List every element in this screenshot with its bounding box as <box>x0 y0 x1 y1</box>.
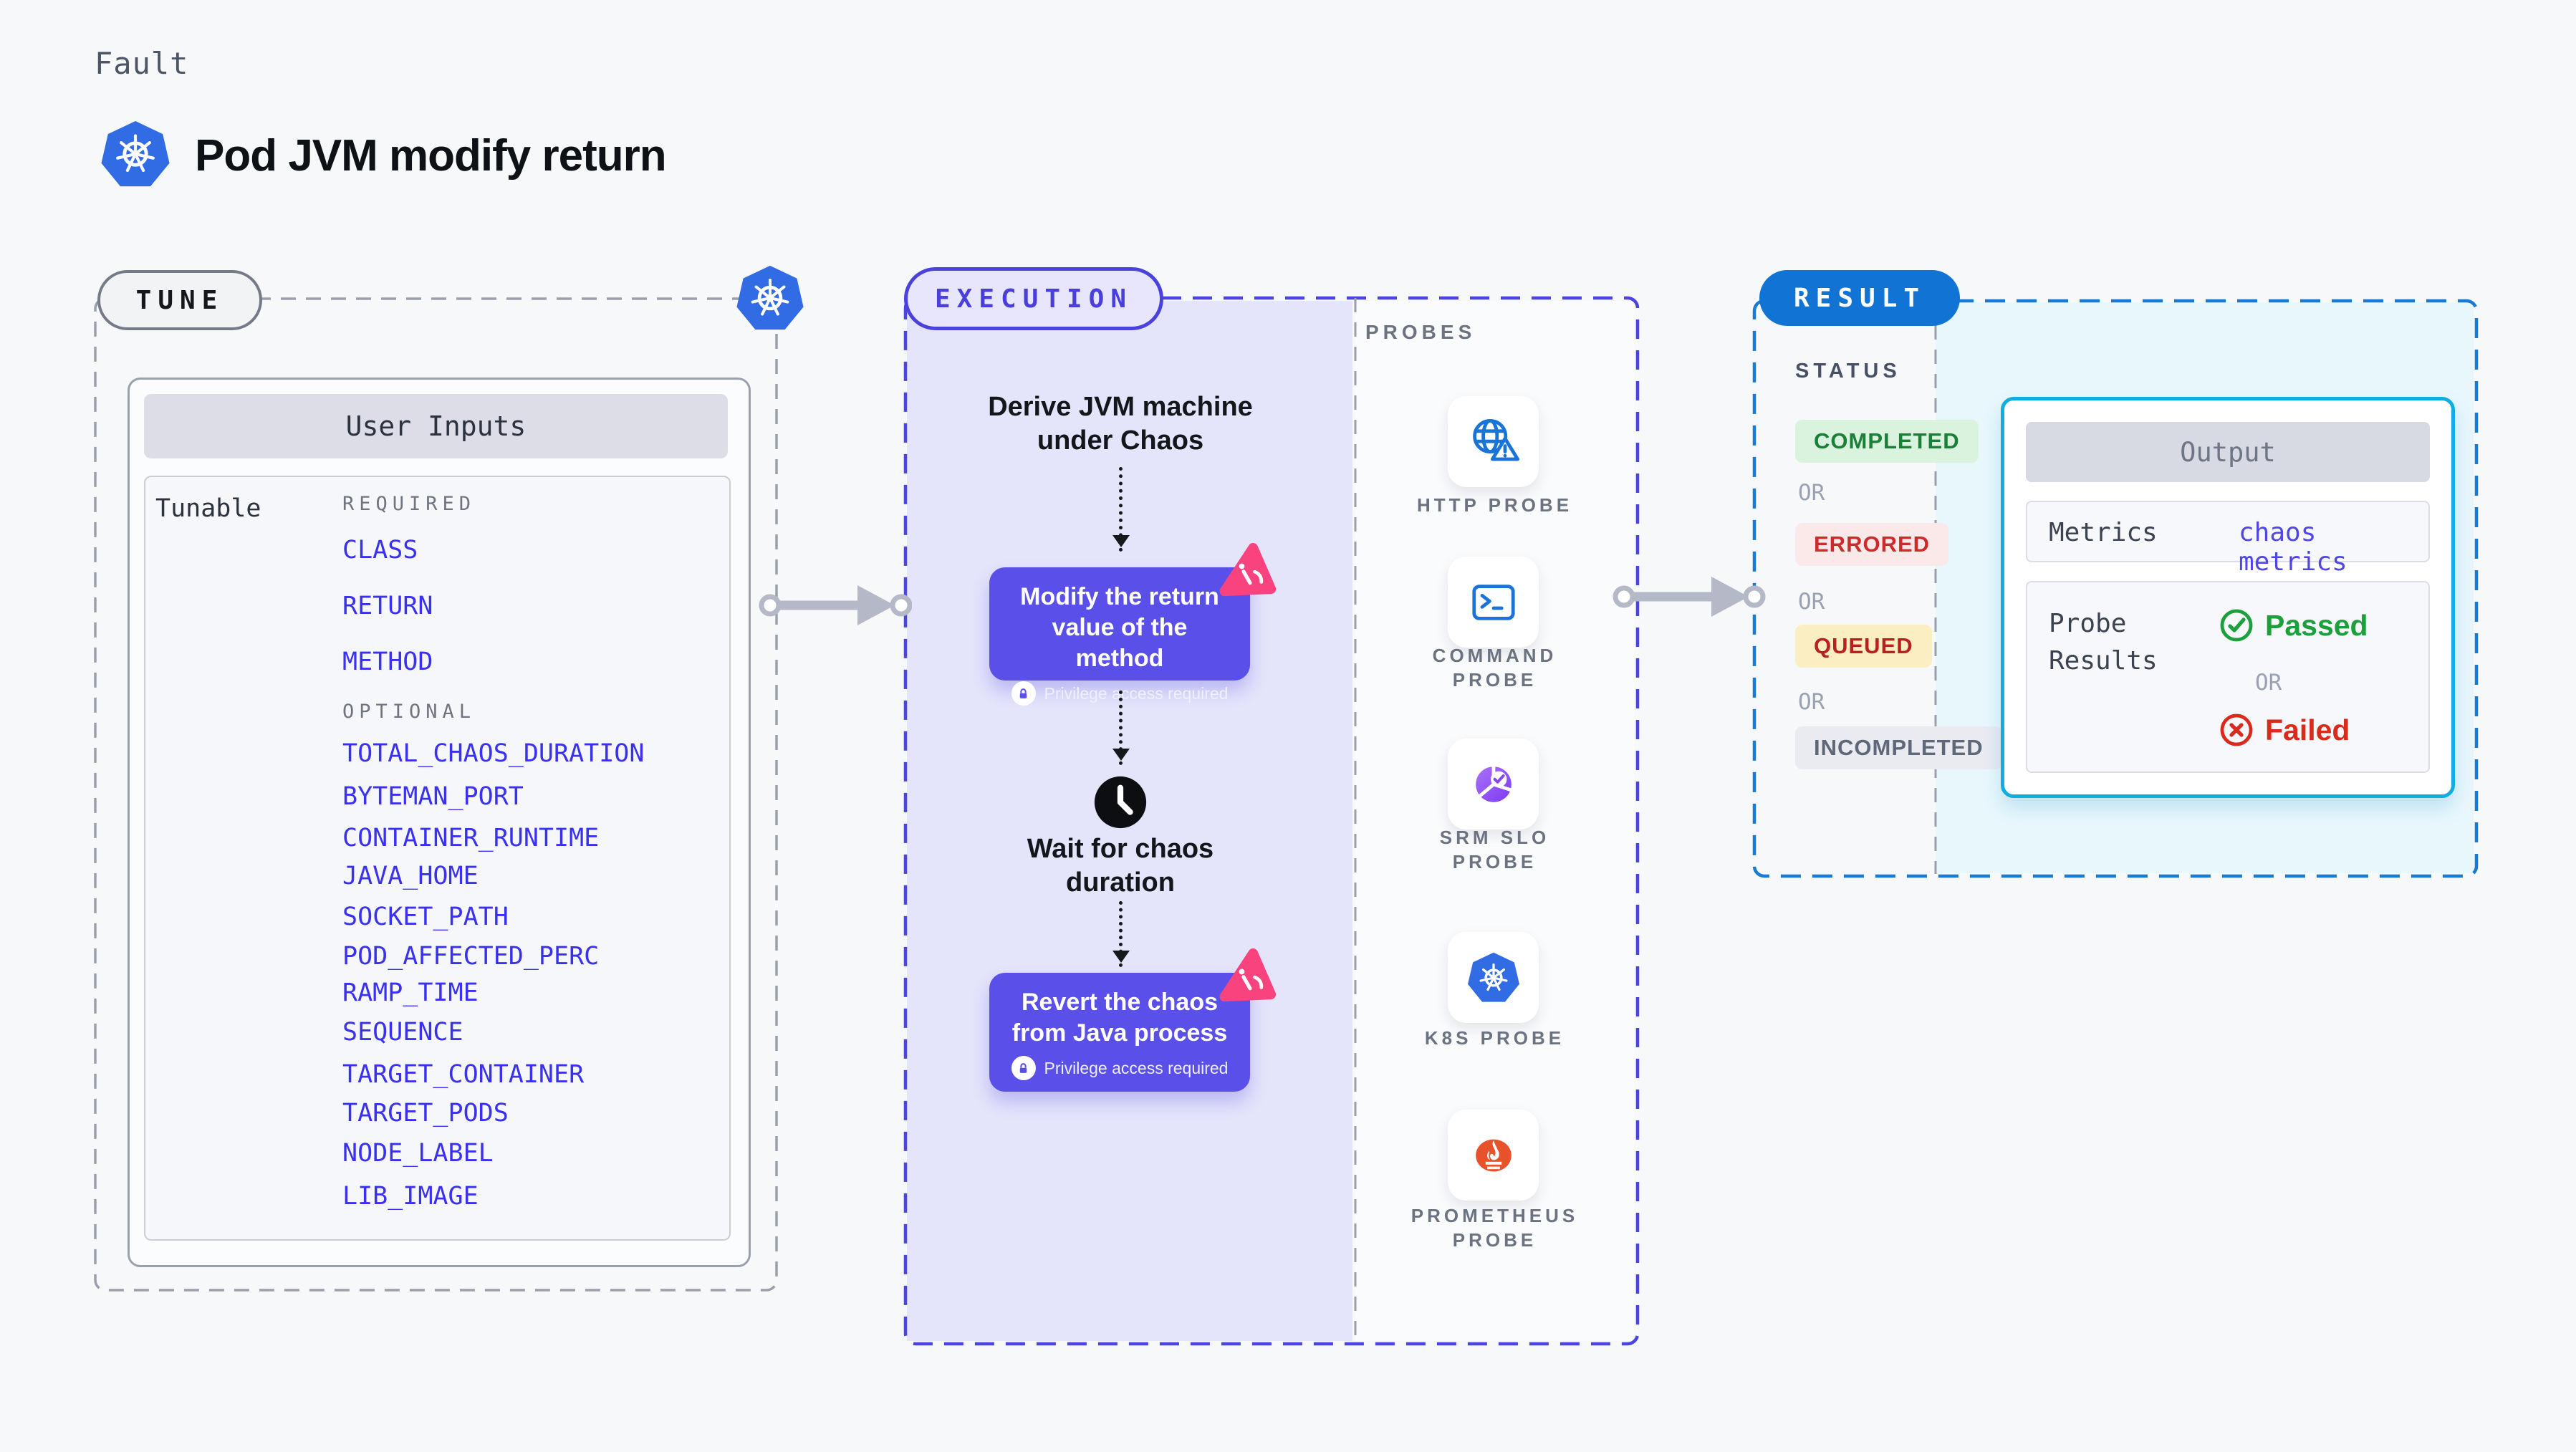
prometheus-flame-icon <box>1475 1139 1512 1171</box>
http-probe-card[interactable] <box>1448 396 1539 487</box>
probes-label: PROBES <box>1365 321 1476 343</box>
modify-step-label: Modify the return value of the method <box>1020 583 1219 672</box>
revert-step-label: Revert the chaos from Java process <box>1011 989 1228 1047</box>
k8s-probe-card[interactable] <box>1448 932 1539 1023</box>
flow-arrow-down <box>1112 691 1130 765</box>
or-separator: OR <box>1798 480 1825 506</box>
kubernetes-icon <box>736 264 804 332</box>
probe-results-label: Probe Results <box>2049 609 2158 675</box>
privilege-note: Privilege access required <box>1044 683 1229 703</box>
or-separator: OR <box>1798 689 1825 715</box>
tunable-item[interactable]: CLASS <box>342 536 418 564</box>
revert-step-box: Revert the chaos from Java process Privi… <box>989 973 1250 1092</box>
status-badge: INCOMPLETED <box>1795 726 2002 769</box>
status-badge: ERRORED <box>1795 523 1949 566</box>
tunable-item[interactable]: METHOD <box>342 648 433 676</box>
tunable-item[interactable]: SOCKET_PATH <box>342 903 509 931</box>
status-badge: QUEUED <box>1795 625 1932 668</box>
command-probe-card[interactable] <box>1448 557 1539 648</box>
tunable-item[interactable]: POD_AFFECTED_PERC <box>342 942 600 971</box>
clock-icon <box>1093 775 1148 830</box>
tunable-item[interactable]: CONTAINER_RUNTIME <box>342 824 600 852</box>
check-circle-icon <box>2220 609 2253 642</box>
metrics-row: Metrics chaos metrics <box>2026 501 2430 577</box>
output-header: Output <box>2026 422 2430 482</box>
result-pill: RESULT <box>1759 270 1960 326</box>
or-separator: OR <box>2255 670 2282 696</box>
wait-step-label: Wait for chaos duration <box>1027 834 1214 898</box>
tunable-item[interactable]: TARGET_PODS <box>342 1099 509 1128</box>
chaos-experiment-icon <box>1213 941 1283 1011</box>
lock-icon <box>1011 681 1036 706</box>
prometheus-probe-card[interactable] <box>1448 1110 1539 1201</box>
tunable-row-label: Tunable <box>155 494 261 523</box>
tunable-item[interactable]: BYTEMAN_PORT <box>342 782 524 811</box>
srm-slo-probe-card[interactable] <box>1448 739 1539 830</box>
tunable-item[interactable]: SEQUENCE <box>342 1018 463 1047</box>
tunable-item[interactable]: JAVA_HOME <box>342 862 479 890</box>
tunable-item[interactable]: TARGET_CONTAINER <box>342 1060 585 1089</box>
failed-verdict: Failed <box>2219 713 2350 747</box>
metrics-label: Metrics <box>2049 518 2158 547</box>
tunable-item[interactable]: RETURN <box>342 592 433 620</box>
privilege-note: Privilege access required <box>1044 1058 1229 1077</box>
srm-slo-probe-label: SRM SLO PROBE <box>1439 827 1550 872</box>
passed-verdict: Passed <box>2219 608 2368 643</box>
tunables-list: Tunable REQUIRED CLASS RETURN METHOD OPT… <box>144 476 731 1241</box>
k8s-probe-label: K8S PROBE <box>1424 1027 1565 1049</box>
modify-step-box: Modify the return value of the method Pr… <box>989 567 1250 706</box>
page-title-row: Pod JVM modify return <box>100 119 667 193</box>
flow-arrow-down <box>1112 901 1130 967</box>
lock-icon <box>1011 1056 1036 1080</box>
tunable-item[interactable]: TOTAL_CHAOS_DURATION <box>342 739 645 768</box>
x-circle-icon <box>2220 713 2253 746</box>
command-probe-label: COMMAND PROBE <box>1432 645 1557 691</box>
terminal-icon <box>1471 584 1515 620</box>
derive-step-label: Derive JVM machine under Chaos <box>988 392 1253 456</box>
chaos-metrics-link[interactable]: chaos metrics <box>2239 518 2347 577</box>
output-card: Output Metrics chaos metrics Probe Resul… <box>2001 397 2455 798</box>
status-label: STATUS <box>1795 360 1901 383</box>
fault-eyebrow: Fault <box>95 46 189 81</box>
kubernetes-icon <box>1467 952 1519 1002</box>
http-probe-label: HTTP PROBE <box>1416 494 1573 516</box>
slo-donut-icon <box>1475 763 1513 802</box>
status-badge: COMPLETED <box>1795 420 1979 463</box>
required-group-label: REQUIRED <box>342 493 476 515</box>
execution-pill: EXECUTION <box>904 267 1163 330</box>
user-inputs-header: User Inputs <box>144 394 728 458</box>
globe-warning-icon <box>1472 418 1519 461</box>
or-separator: OR <box>1798 589 1825 615</box>
tunable-item[interactable]: RAMP_TIME <box>342 979 479 1007</box>
page-title: Pod JVM modify return <box>195 131 667 181</box>
prometheus-probe-label: PROMETHEUS PROBE <box>1410 1205 1579 1251</box>
chaos-experiment-icon <box>1213 536 1283 605</box>
flow-arrow-down <box>1112 467 1130 552</box>
kubernetes-icon <box>100 119 170 193</box>
tune-pill: TUNE <box>97 270 262 330</box>
tune-to-execution-arrow <box>759 585 912 625</box>
tunable-item[interactable]: LIB_IMAGE <box>342 1182 479 1211</box>
probe-results-row: Probe Results Passed OR Failed <box>2026 581 2430 773</box>
optional-group-label: OPTIONAL <box>342 701 476 723</box>
tunable-item[interactable]: NODE_LABEL <box>342 1139 494 1168</box>
execution-to-result-arrow <box>1613 577 1766 617</box>
